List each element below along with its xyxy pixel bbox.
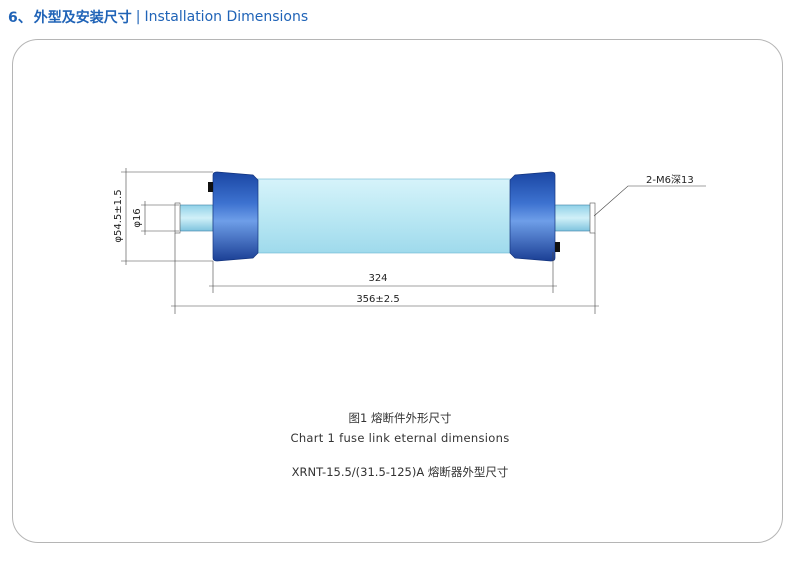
figure-caption-zh: 图1 熔断件外形尺寸 (348, 411, 452, 425)
drawing-panel (12, 39, 783, 543)
section-title-en: Installation Dimensions (144, 9, 309, 25)
fuse-tube (252, 178, 516, 254)
thread-callout-label: 2-M6深13 (646, 174, 694, 186)
section-title-zh: 外型及安装尺寸 (33, 10, 132, 26)
right-terminal-lip (589, 202, 596, 234)
terminal-diameter-label: φ16 (132, 208, 143, 227)
outer-diameter-dimension (121, 168, 213, 265)
right-striker-pin (555, 242, 560, 252)
body-length-label: 324 (368, 273, 387, 284)
thread-callout-leader (593, 185, 706, 217)
total-length-label: 356±2.5 (356, 294, 399, 305)
left-striker-pin (208, 182, 213, 192)
section-number: 6、 (8, 10, 32, 26)
left-terminal (178, 204, 214, 232)
section-header: 6、 外型及安装尺寸 | Installation Dimensions (8, 6, 308, 28)
title-separator: | (135, 9, 141, 25)
total-length-dimension (171, 233, 599, 314)
left-terminal-lip (174, 202, 181, 234)
figure-caption-en: Chart 1 fuse link eternal dimensions (290, 431, 510, 445)
model-caption: XRNT-15.5/(31.5-125)A 熔断器外型尺寸 (291, 465, 509, 479)
body-length-dimension (209, 252, 557, 293)
outer-diameter-label: φ54.5±1.5 (113, 189, 124, 242)
right-terminal (552, 204, 592, 232)
right-end-cap (509, 171, 556, 262)
left-end-cap (212, 171, 259, 262)
